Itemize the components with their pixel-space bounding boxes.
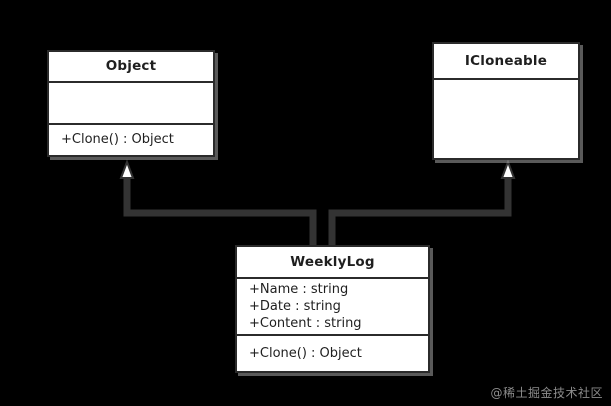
class-box-weeklylog[interactable]: WeeklyLog +Name : string +Date : string …: [235, 245, 430, 373]
class-weeklylog-attributes-compartment: +Name : string +Date : string +Content :…: [237, 277, 428, 334]
class-object-operations-compartment: +Clone() : Object: [49, 122, 213, 155]
class-weeklylog-name: WeeklyLog: [290, 254, 375, 270]
class-weeklylog-operations-compartment: +Clone() : Object: [237, 334, 428, 371]
class-object-attributes-compartment: [49, 80, 213, 123]
class-object-name: Object: [105, 58, 157, 75]
class-weeklylog-attribute-0: +Name : string: [249, 282, 349, 297]
watermark-text: @稀土掘金技术社区: [490, 386, 603, 400]
class-weeklylog-title-compartment: WeeklyLog: [237, 247, 428, 277]
generalization-arrowhead-object: [119, 159, 135, 179]
class-box-icloneable[interactable]: ICloneable: [432, 42, 580, 160]
class-icloneable-title-compartment: ICloneable: [434, 44, 578, 78]
relationship-weeklylog-to-object: [119, 159, 317, 245]
class-weeklylog-attribute-1: +Date : string: [249, 299, 341, 314]
class-object-title-compartment: Object: [49, 52, 213, 81]
class-weeklylog-operation-0: +Clone() : Object: [249, 346, 362, 361]
class-weeklylog-attribute-2: +Content : string: [249, 316, 362, 331]
class-icloneable-name: ICloneable: [464, 53, 548, 69]
realization-arrowhead-icloneable: [500, 159, 516, 179]
class-object-operation-0: +Clone() : Object: [61, 132, 174, 148]
class-box-object[interactable]: Object +Clone() : Object: [47, 50, 215, 157]
class-icloneable-body-compartment: [434, 78, 578, 158]
relationship-weeklylog-to-icloneable: [328, 159, 516, 245]
